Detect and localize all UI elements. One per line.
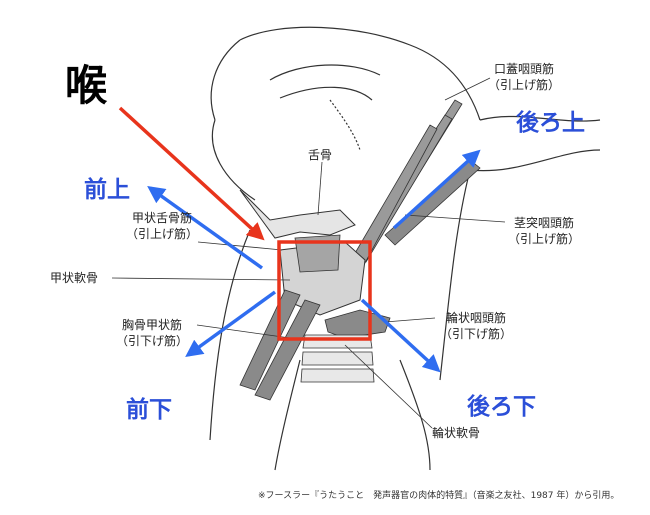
- arrow-back-down: [360, 298, 441, 373]
- trachea-rings: [300, 334, 375, 383]
- source-caption: ※フースラー『うたうこと 発声器官の肉体的特質』（音楽之友社、1987 年）から…: [258, 491, 620, 501]
- label-cricoid-cartilage: 輪状軟骨: [432, 426, 481, 440]
- label-sternothyroid: 胸骨甲状筋 （引下げ筋）: [116, 317, 188, 349]
- direction-arrows: [147, 149, 481, 373]
- label-stylopharyngeus-name: 茎突咽頭筋: [514, 216, 575, 230]
- label-thyrohyoid: 甲状舌骨筋 （引上げ筋）: [126, 210, 198, 242]
- label-cricopharyngeus-sub: （引下げ筋）: [440, 327, 513, 341]
- palatopharyngeus-muscle: [343, 99, 463, 277]
- label-stylopharyngeus-sub: （引上げ筋）: [508, 232, 581, 246]
- label-stylopharyngeus: 茎突咽頭筋 （引上げ筋）: [508, 215, 580, 247]
- label-cricopharyngeus-name: 輪状咽頭筋: [446, 311, 507, 325]
- direction-front-down: 前下: [126, 397, 172, 423]
- label-palatopharyngeus-sub: （引上げ筋）: [488, 78, 561, 92]
- larynx-title: 喉: [65, 61, 108, 110]
- direction-front-up: 前上: [84, 177, 130, 203]
- label-sternothyroid-sub: （引下げ筋）: [116, 334, 189, 348]
- label-palatopharyngeus: 口蓋咽頭筋 （引上げ筋）: [488, 61, 560, 93]
- cricopharyngeus-muscle: [324, 309, 391, 339]
- arrow-front-down: [185, 290, 277, 358]
- hyoid-bone: [239, 189, 356, 239]
- arrow-back-up: [392, 149, 481, 230]
- thyrohyoid-muscle: [294, 234, 341, 273]
- label-hyoid: 舌骨: [308, 148, 333, 162]
- label-cricopharyngeus: 輪状咽頭筋 （引下げ筋）: [440, 310, 512, 342]
- leader-lines: [111, 77, 506, 429]
- label-thyroid-cartilage: 甲状軟骨: [50, 271, 99, 285]
- label-palatopharyngeus-name: 口蓋咽頭筋: [494, 62, 555, 76]
- sternothyroid-muscle: [239, 289, 321, 401]
- direction-back-down: 後ろ下: [467, 394, 536, 420]
- label-sternothyroid-name: 胸骨甲状筋: [122, 318, 183, 332]
- larynx-pointer-arrow: [118, 106, 265, 241]
- arrow-front-up: [147, 185, 264, 270]
- label-thyrohyoid-sub: （引上げ筋）: [126, 227, 199, 241]
- label-thyrohyoid-name: 甲状舌骨筋: [132, 211, 193, 225]
- direction-back-up: 後ろ上: [516, 110, 585, 136]
- larynx-highlight-box: [277, 240, 372, 341]
- head-outline: [209, 26, 601, 471]
